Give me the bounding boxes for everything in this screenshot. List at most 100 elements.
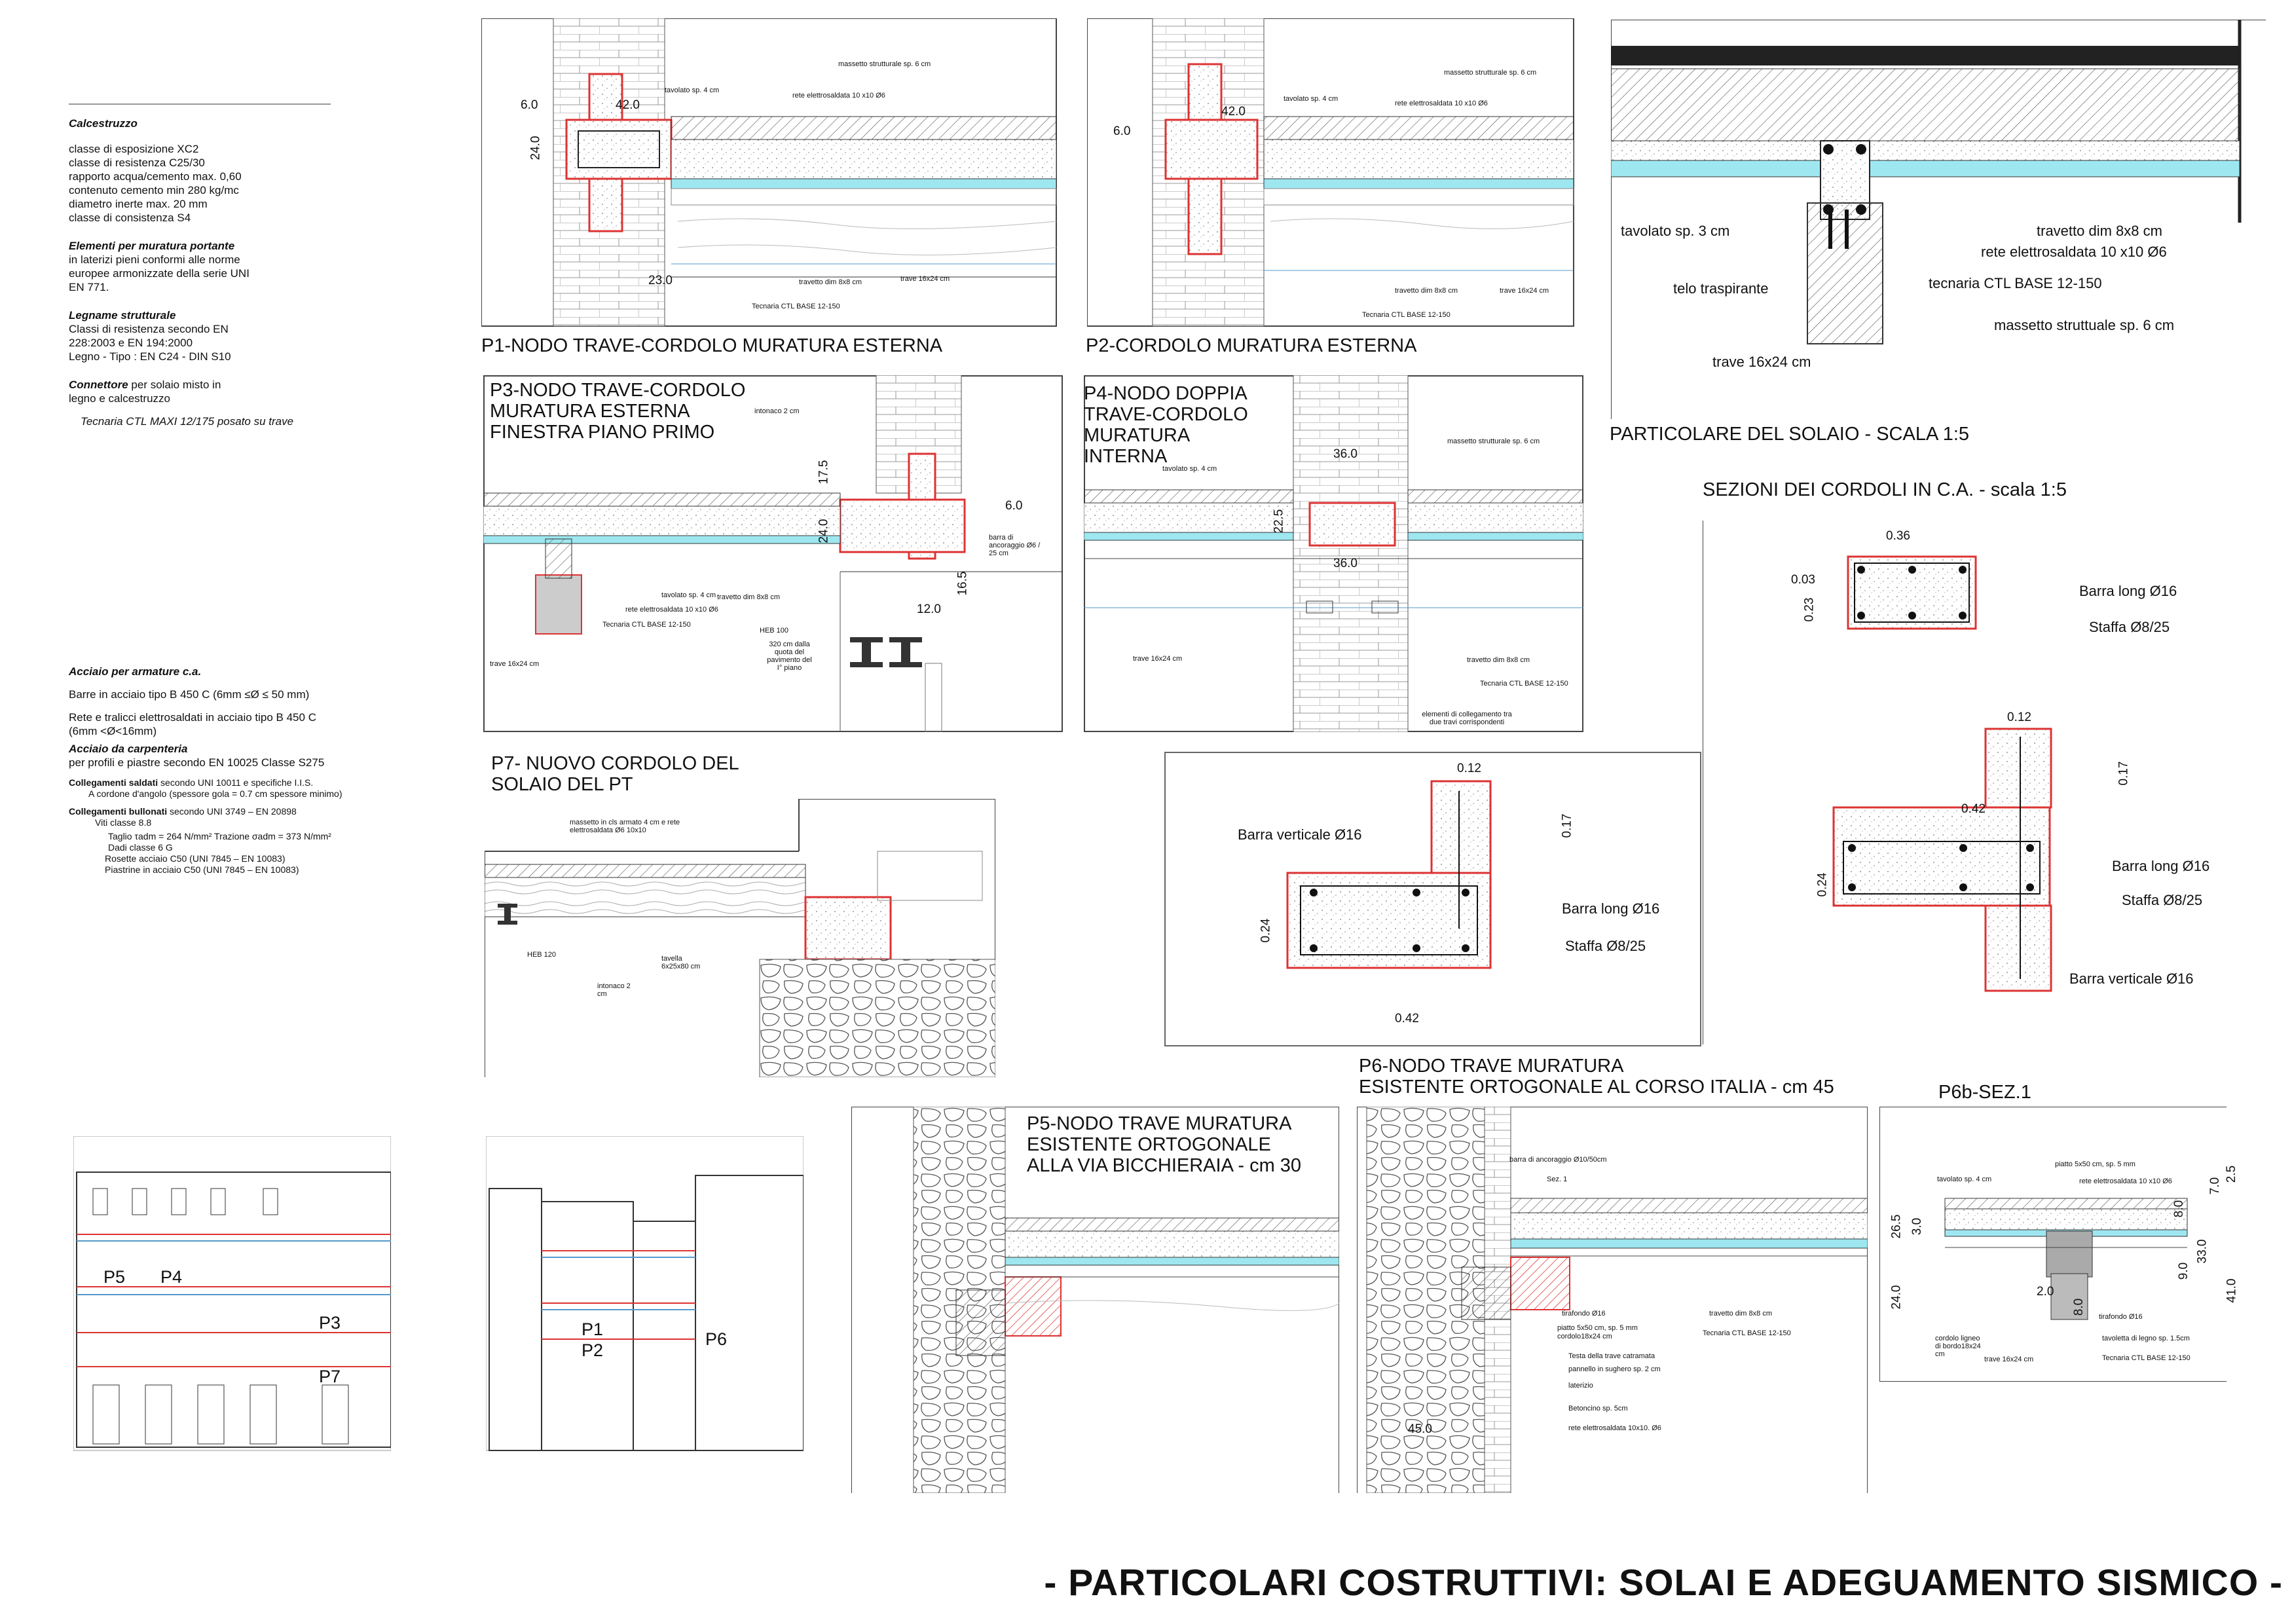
note-line: per solaio misto in bbox=[131, 378, 221, 391]
p1-title: P1-NODO TRAVE-CORDOLO MURATURA ESTERNA bbox=[481, 335, 943, 356]
annotation: massetto strutturale sp. 6 cm bbox=[1447, 437, 1540, 445]
annotation: travetto dim 8x8 cm bbox=[799, 278, 862, 286]
dim-label: 33.0 bbox=[2195, 1239, 2209, 1264]
calcestruzzo-title: Calcestruzzo bbox=[69, 117, 138, 130]
note-line: Classi di resistenza secondo EN bbox=[69, 323, 229, 335]
section-box-frame bbox=[1164, 752, 1701, 1046]
annotation: travetto dim 8x8 cm bbox=[1709, 1310, 1772, 1318]
annotation: massetto in cls armato 4 cm e rete elett… bbox=[570, 819, 680, 834]
note-line: Taglio τadm = 264 N/mm² Trazione σadm = … bbox=[108, 831, 331, 841]
annotation: tavoletta di legno sp. 1.5cm bbox=[2102, 1335, 2190, 1342]
p3-title: P3-NODO TRAVE-CORDOLO MURATURA ESTERNA F… bbox=[490, 380, 746, 443]
annotation: tirafondo Ø16 bbox=[1562, 1310, 1606, 1318]
annotation: Tecnaria CTL BASE 12-150 bbox=[1703, 1329, 1791, 1337]
p4-title: P4-NODO DOPPIA TRAVE-CORDOLO MURATURA IN… bbox=[1084, 383, 1248, 467]
p6-section-drawing bbox=[1357, 1107, 1868, 1493]
dim-label: 36.0 bbox=[1333, 557, 1358, 570]
annotation: trave 16x24 cm bbox=[1500, 287, 1549, 295]
floor-detail-title: PARTICOLARE DEL SOLAIO - SCALA 1:5 bbox=[1610, 424, 1970, 445]
annotation: travetto dim 8x8 cm bbox=[2037, 223, 2162, 239]
dim-label: 24.0 bbox=[817, 519, 831, 544]
dim-label: 9.0 bbox=[2177, 1262, 2191, 1280]
p7-title: P7- NUOVO CORDOLO DEL SOLAIO DEL PT bbox=[491, 753, 739, 795]
dim-label: 2.5 bbox=[2225, 1165, 2239, 1183]
annotation: trave 16x24 cm bbox=[900, 275, 950, 283]
dim-label: 8.0 bbox=[2072, 1298, 2086, 1316]
carpenteria-title: Acciaio da carpenteria bbox=[69, 743, 188, 755]
note-line: 228:2003 e EN 194:2000 bbox=[69, 337, 193, 349]
saldati-title: Collegamenti saldati bbox=[69, 777, 158, 788]
facade-elevation-drawing bbox=[73, 1136, 391, 1451]
dim-label: 0.23 bbox=[1802, 597, 1817, 622]
annotation: Tecnaria CTL BASE 12-150 bbox=[752, 303, 840, 310]
annotation: Barra long Ø16 bbox=[1562, 900, 1660, 917]
p3-section-drawing bbox=[483, 375, 1063, 732]
elementi-title: Elementi per muratura portante bbox=[69, 240, 235, 252]
note-line: contenuto cemento min 280 kg/mc bbox=[69, 184, 239, 196]
annotation: Staffa Ø8/25 bbox=[1565, 938, 1646, 954]
annotation: rete elettrosaldata 10 x10 Ø6 bbox=[1395, 100, 1488, 107]
dim-label: 6.0 bbox=[1005, 499, 1023, 513]
acciaio-title: Acciaio per armature c.a. bbox=[69, 665, 202, 678]
note-line: A cordone d'angolo (spessore gola = 0.7 … bbox=[88, 788, 342, 799]
dim-label: 0.12 bbox=[1457, 762, 1481, 775]
elevation-marker: P2 bbox=[582, 1340, 604, 1360]
dim-label: 3.0 bbox=[1910, 1217, 1925, 1236]
p6-title: P6-NODO TRAVE MURATURA ESISTENTE ORTOGON… bbox=[1359, 1056, 1834, 1098]
dim-label: 6.0 bbox=[1113, 124, 1131, 138]
annotation: tavolato sp. 4 cm bbox=[1284, 95, 1339, 103]
dim-label: 0.03 bbox=[1791, 573, 1815, 587]
annotation: Barra long Ø16 bbox=[2079, 583, 2177, 599]
annotation: tavolato sp. 4 cm bbox=[665, 86, 720, 94]
annotation: HEB 120 bbox=[527, 951, 557, 959]
annotation: massetto strutturale sp. 6 cm bbox=[838, 60, 931, 68]
annotation: elementi di collegamento tra due travi c… bbox=[1422, 710, 1512, 726]
note-line: EN 771. bbox=[69, 281, 109, 293]
annotation: intonaco 2 cm bbox=[597, 982, 631, 998]
note-line: legno e calcestruzzo bbox=[69, 392, 170, 405]
p1-section-drawing bbox=[481, 18, 1057, 327]
note-line: in laterizi pieni conformi alle norme bbox=[69, 253, 240, 266]
elevation-marker: P5 bbox=[103, 1267, 126, 1287]
steel-notes: Acciaio per armature c.a. Barre in accia… bbox=[69, 665, 409, 876]
dim-label: 42.0 bbox=[1221, 105, 1246, 119]
annotation: Testa della trave catramata bbox=[1568, 1352, 1655, 1360]
dim-label: 17.5 bbox=[817, 460, 831, 485]
dim-label: 12.0 bbox=[917, 602, 941, 616]
annotation: Tecnaria CTL BASE 12-150 bbox=[2102, 1354, 2190, 1362]
annotation: Barra long Ø16 bbox=[2112, 858, 2210, 874]
annotation: tirafondo Ø16 bbox=[2099, 1313, 2143, 1321]
annotation: trave 16x24 cm bbox=[1712, 354, 1811, 370]
annotation: 320 cm dalla quota del pavimento del I° … bbox=[767, 640, 812, 672]
annotation: travetto dim 8x8 cm bbox=[717, 593, 780, 601]
annotation: Staffa Ø8/25 bbox=[2089, 619, 2170, 635]
annotation: intonaco 2 cm bbox=[754, 407, 800, 415]
p5-title: P5-NODO TRAVE MURATURA ESISTENTE ORTOGON… bbox=[1027, 1113, 1302, 1176]
annotation: travetto dim 8x8 cm bbox=[1467, 656, 1530, 664]
elevation-marker: P7 bbox=[319, 1367, 341, 1386]
cordolo-section-drawing bbox=[1286, 780, 1492, 969]
dim-label: 16.5 bbox=[955, 571, 970, 596]
dim-label: 0.17 bbox=[1560, 813, 1574, 838]
annotation: cordolo18x24 cm bbox=[1557, 1333, 1612, 1340]
annotation: travetto dim 8x8 cm bbox=[1395, 287, 1458, 295]
annotation: tavella 6x25x80 cm bbox=[661, 955, 701, 970]
annotation: HEB 100 bbox=[760, 627, 789, 635]
p5-section-drawing bbox=[851, 1107, 1339, 1493]
p2-title: P2-CORDOLO MURATURA ESTERNA bbox=[1086, 335, 1417, 356]
annotation: massetto struttuale sp. 6 cm bbox=[1994, 317, 2175, 333]
dim-label: 0.24 bbox=[1815, 872, 1830, 897]
annotation: Sez. 1 bbox=[1547, 1175, 1568, 1183]
bullonati-title: Collegamenti bullonati bbox=[69, 806, 168, 817]
dim-label: 7.0 bbox=[2208, 1177, 2223, 1195]
annotation: rete elettrosaldata 10 x10 Ø6 bbox=[2079, 1177, 2172, 1185]
notes-divider bbox=[69, 103, 331, 105]
annotation: laterizio bbox=[1568, 1382, 1593, 1390]
annotation: piatto 5x50 cm, sp. 5 mm bbox=[1557, 1324, 1638, 1332]
sections-title: SEZIONI DEI CORDOLI IN C.A. - scala 1:5 bbox=[1703, 479, 2067, 500]
dim-label: 22.5 bbox=[1272, 509, 1286, 534]
p6b-section-drawing bbox=[1879, 1107, 2227, 1382]
dim-label: 41.0 bbox=[2225, 1278, 2239, 1303]
annotation: Tecnaria CTL BASE 12-150 bbox=[602, 621, 691, 629]
dim-label: 36.0 bbox=[1333, 447, 1358, 461]
